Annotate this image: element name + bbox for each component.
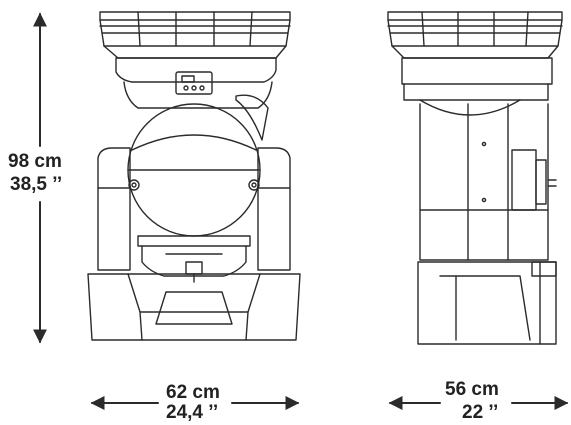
front-width-imperial-label: 24,4 ’’ <box>166 402 219 423</box>
side-view-machine <box>387 11 563 345</box>
height-imperial-label: 38,5 ’’ <box>10 174 63 195</box>
front-view-machine <box>87 11 301 341</box>
control-panel <box>175 71 213 95</box>
side-base-tray <box>417 261 557 345</box>
front-side-housings <box>97 147 291 271</box>
side-upper-body <box>401 57 553 116</box>
height-metric-label: 98 cm <box>8 151 62 172</box>
side-fruit-basket <box>387 11 563 59</box>
front-spout <box>137 235 251 283</box>
front-base-tray <box>87 273 301 341</box>
side-main-body <box>419 103 557 261</box>
front-press-chamber <box>127 103 261 237</box>
front-width-metric-label: 62 cm <box>166 382 220 403</box>
front-upper-body <box>115 57 277 141</box>
side-width-metric-label: 56 cm <box>445 379 499 400</box>
side-width-imperial-label: 22 ’’ <box>462 402 499 423</box>
front-fruit-basket <box>99 11 291 59</box>
